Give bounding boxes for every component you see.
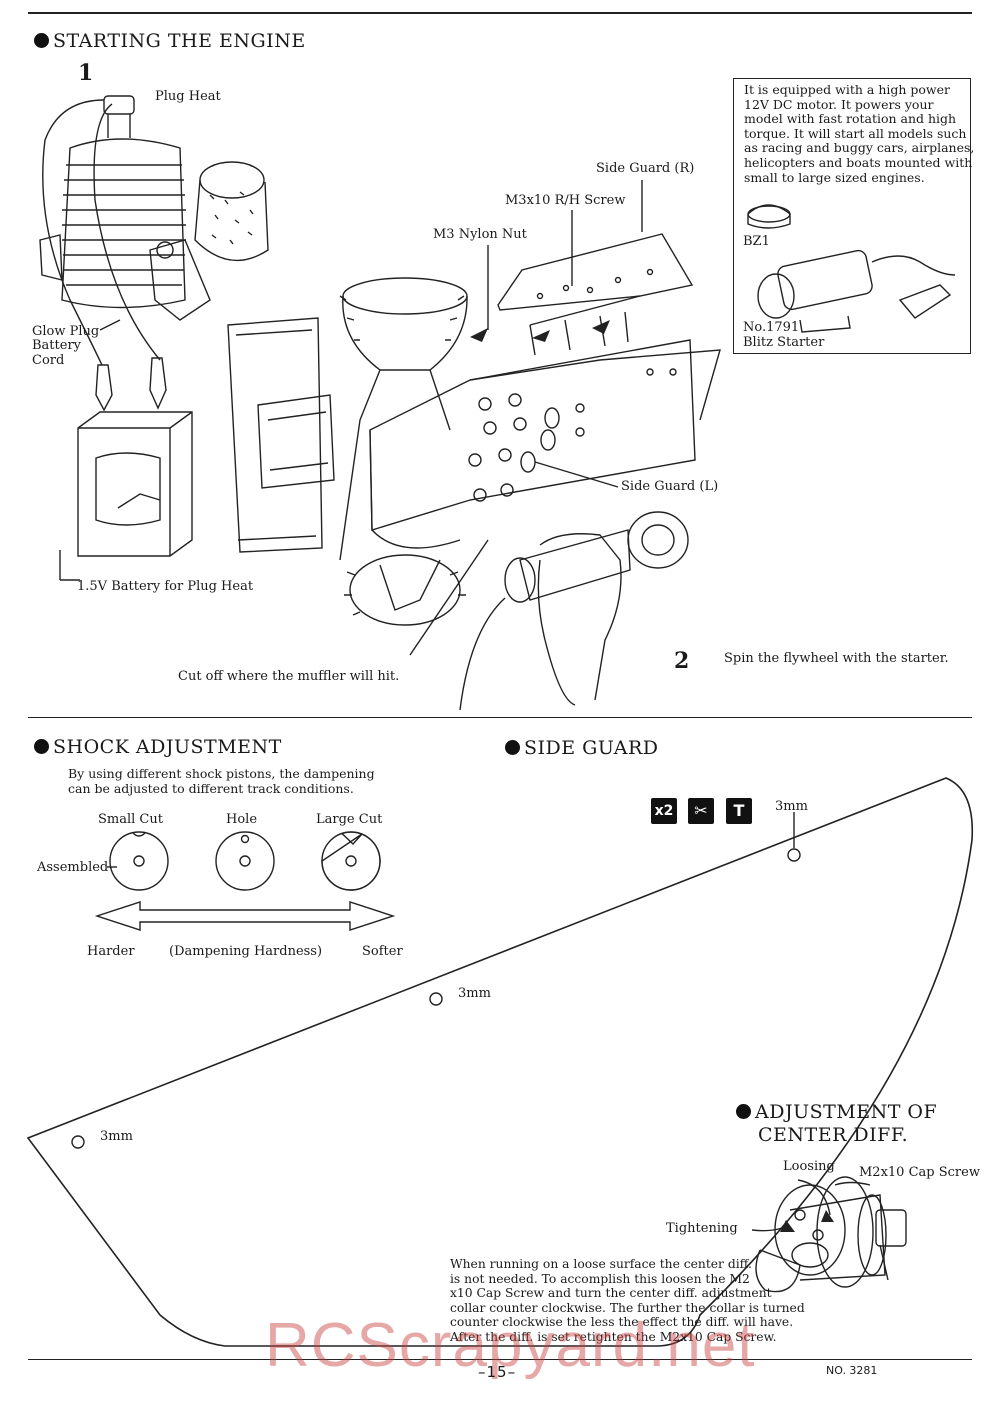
glow-plug-cord [42, 99, 105, 366]
leader-side-guard-l [534, 461, 619, 488]
shock-description: By using different shock pistons, the da… [68, 766, 375, 796]
quantity-x2-icon: x2 [651, 798, 677, 824]
step-1-number: 1 [78, 60, 94, 86]
buggy-chassis-illustration [227, 277, 721, 626]
cap-screw-label: M2x10 Cap Screw [859, 1165, 980, 1180]
starter-name-label: Blitz Starter [743, 335, 825, 350]
m3-nylon-nut-label: M3 Nylon Nut [433, 227, 527, 242]
hole-size-label-middle: 3mm [458, 986, 491, 1001]
starter-hand-illustration [459, 511, 689, 711]
engine-illustration [39, 95, 211, 321]
spin-instruction: Spin the flywheel with the starter. [724, 651, 949, 666]
assembled-label: Assembled [37, 860, 109, 875]
tightening-label: Tightening [666, 1221, 738, 1236]
battery-label: 1.5V Battery for Plug Heat [77, 579, 254, 594]
watermark: RCScrapyard.net [265, 1311, 756, 1380]
info-line: small to large sized engines. [744, 169, 925, 185]
info-line: 12V DC motor. It powers your [744, 96, 934, 112]
piston-large-cut-label: Large Cut [316, 812, 383, 827]
glow-plug-cord-label-2: Battery [32, 338, 82, 353]
bottom-rule [28, 1359, 972, 1360]
scissors-icon: ✂ [688, 798, 714, 824]
section-divider [28, 717, 972, 718]
shock-desc-line: By using different shock pistons, the da… [68, 766, 375, 781]
side-guard-r-label: Side Guard (R) [596, 161, 695, 176]
step-2-number: 2 [674, 648, 690, 674]
battery-illustration [59, 357, 193, 581]
center-diff-heading-line2: CENTER DIFF. [758, 1124, 909, 1146]
diff-text-line: is not needed. To accomplish this loosen… [450, 1271, 750, 1286]
diff-text-line: After the diff. is set retighten the M2x… [450, 1329, 777, 1344]
shock-pistons [107, 831, 381, 891]
glow-plug-cord-label-3: Cord [32, 353, 65, 368]
starting-engine-heading: STARTING THE ENGINE [34, 30, 306, 52]
side-guard-heading: SIDE GUARD [505, 737, 659, 759]
hole-size-label-right: 3mm [775, 799, 808, 814]
shock-desc-line: can be adjusted to different track condi… [68, 780, 354, 796]
info-box-text: It is equipped with a high power 12V DC … [744, 82, 975, 185]
mount-hole-left [71, 1135, 85, 1149]
hobby-knife-icon: T [726, 798, 752, 824]
plug-heat-label: Plug Heat [155, 89, 221, 104]
dampening-hardness-label: (Dampening Hardness) [169, 944, 323, 959]
harder-label: Harder [87, 944, 135, 959]
blitz-starter-info-box: It is equipped with a high power 12V DC … [733, 78, 975, 354]
leader-cut-off [409, 539, 489, 656]
center-diff-illustration [751, 1176, 907, 1293]
cut-off-label: Cut off where the muffler will hit. [178, 669, 400, 684]
info-line: helicopters and boats mounted with [744, 154, 973, 170]
center-diff-heading: ADJUSTMENT OF CENTER DIFF. [736, 1101, 937, 1147]
mount-hole-right [787, 848, 801, 862]
page-number: –15– [478, 1363, 517, 1381]
bullet-icon [34, 739, 49, 754]
loosing-label: Loosing [783, 1159, 835, 1174]
diff-text-line: When running on a loose surface the cent… [450, 1257, 752, 1271]
piston-small-cut-label: Small Cut [98, 812, 163, 827]
center-diff-text: When running on a loose surface the cent… [450, 1257, 805, 1344]
side-guard-l-label: Side Guard (L) [621, 479, 719, 494]
info-line: torque. It will start all models such [744, 125, 967, 141]
document-number: NO. 3281 [826, 1364, 878, 1377]
mount-hole-middle [429, 992, 443, 1006]
top-rule [28, 12, 972, 14]
info-line: model with fast rotation and high [744, 111, 957, 127]
bullet-icon [505, 740, 520, 755]
diff-text-line: x10 Cap Screw and turn the center diff. … [450, 1286, 772, 1300]
side-guard-r-illustration [497, 233, 694, 356]
bullet-icon [34, 33, 49, 48]
dampening-arrow [94, 901, 396, 931]
info-line: It is equipped with a high power [744, 82, 950, 97]
blitz-starter-illustration [747, 204, 956, 333]
info-line: as racing and buggy cars, airplanes, [744, 140, 975, 156]
m3x10-screw-label: M3x10 R/H Screw [505, 193, 626, 208]
glow-plug-cord-label-1: Glow Plug [32, 324, 100, 339]
piston-hole-label: Hole [226, 812, 258, 827]
starter-number-label: No.1791 [743, 320, 800, 335]
softer-label: Softer [362, 944, 403, 959]
diff-text-line: counter clockwise the less the effect th… [450, 1315, 794, 1329]
bullet-icon [736, 1104, 751, 1119]
shock-adjustment-heading: SHOCK ADJUSTMENT [34, 736, 282, 758]
hole-size-label-left: 3mm [100, 1129, 133, 1144]
bz1-label: BZ1 [743, 234, 770, 249]
air-filter-illustration [194, 161, 269, 262]
diff-text-line: collar counter clockwise. The further th… [450, 1300, 805, 1315]
